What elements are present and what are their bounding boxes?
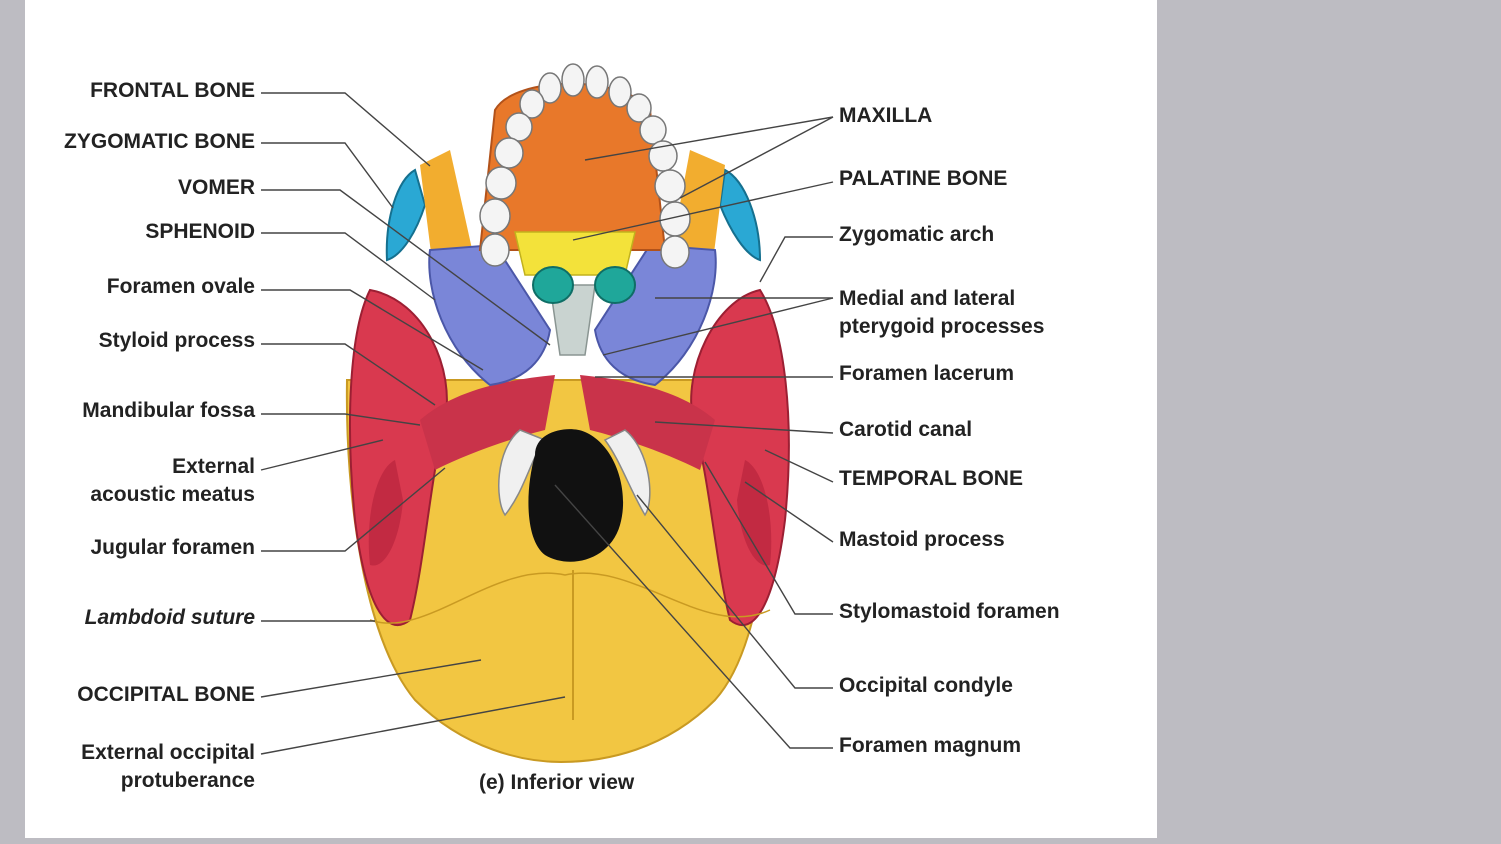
skull-inferior-view-illustration: [260, 63, 834, 764]
label-vomer: VOMER: [177, 176, 255, 199]
leader-jugular: [261, 467, 446, 552]
leader-palatine: [572, 181, 834, 241]
sphenoid-left-shape: [428, 243, 552, 387]
leader-stylomastoid: [704, 461, 833, 615]
leader-eam: [260, 439, 384, 471]
zygomatic-right-shape: [718, 168, 762, 262]
label-external-occipital-line2: protuberance: [120, 769, 255, 792]
petrous-left-shape: [420, 375, 555, 470]
leader-maxilla-b: [679, 116, 834, 199]
teeth: [479, 63, 691, 269]
condyle-right-shape: [603, 429, 651, 517]
label-jugular-foramen: Jugular foramen: [90, 536, 255, 559]
lambdoid-suture-line: [369, 572, 771, 624]
foramen-magnum-shape: [528, 429, 624, 562]
petrous-right-shape: [580, 375, 715, 470]
figure-caption: (e) Inferior view: [479, 771, 635, 794]
leader-mandibular-fossa: [261, 413, 421, 426]
label-palatine-bone: PALATINE BONE: [839, 167, 1008, 190]
leader-mastoid: [744, 481, 834, 543]
leader-zyg-arch: [759, 236, 833, 283]
label-sphenoid: SPHENOID: [145, 220, 255, 243]
leader-maxilla-a: [584, 116, 834, 161]
label-styloid-process: Styloid process: [98, 329, 255, 352]
label-mastoid-process: Mastoid process: [839, 528, 1005, 551]
leader-zygomatic: [261, 142, 394, 209]
leader-foramen-ovale: [261, 289, 484, 371]
zygomatic-left-shape: [385, 168, 427, 262]
label-zygomatic-bone: ZYGOMATIC BONE: [64, 130, 255, 153]
leader-ptery-b: [602, 297, 834, 356]
leader-magnum: [554, 484, 833, 749]
leader-condyle: [636, 494, 833, 689]
label-mandibular-fossa: Mandibular fossa: [82, 399, 255, 422]
leader-sphenoid: [261, 232, 436, 301]
leader-styloid: [261, 343, 436, 406]
mastoid-left-shape: [368, 460, 403, 566]
label-carotid-canal: Carotid canal: [839, 418, 973, 441]
leader-eop: [260, 696, 566, 755]
label-foramen-lacerum: Foramen lacerum: [839, 362, 1015, 385]
label-maxilla: MAXILLA: [839, 104, 933, 127]
leader-occipital: [260, 659, 482, 698]
label-foramen-magnum: Foramen magnum: [839, 734, 1022, 757]
label-foramen-ovale: Foramen ovale: [106, 275, 255, 298]
leader-lines: [260, 92, 834, 755]
leader-carotid: [654, 421, 834, 434]
label-pterygoid-line2: pterygoid processes: [839, 315, 1045, 338]
skull-drawing: [345, 63, 790, 764]
label-frontal-bone: FRONTAL BONE: [90, 79, 255, 102]
choana-right-shape: [594, 266, 636, 304]
label-lambdoid-suture: Lambdoid suture: [84, 606, 255, 629]
label-stylomastoid-foramen: Stylomastoid foramen: [839, 600, 1060, 623]
leader-vomer: [261, 189, 551, 346]
leader-temporal: [764, 449, 834, 483]
label-pterygoid-line1: Medial and lateral: [839, 287, 1016, 310]
label-temporal-bone: TEMPORAL BONE: [839, 467, 1023, 490]
label-occipital-bone: OCCIPITAL BONE: [77, 683, 255, 706]
label-external-acoustic-meatus-line1: External: [172, 455, 255, 478]
choana-left-shape: [532, 266, 574, 304]
label-occipital-condyle: Occipital condyle: [839, 674, 1013, 697]
label-zygomatic-arch: Zygomatic arch: [839, 223, 995, 246]
label-external-occipital-line1: External occipital: [81, 741, 255, 764]
slide: FRONTAL BONE ZYGOMATIC BONE VOMER SPHENO…: [25, 0, 1157, 838]
mastoid-right-shape: [737, 460, 772, 566]
label-external-acoustic-meatus-line2: acoustic meatus: [90, 483, 255, 506]
leader-frontal: [261, 92, 431, 167]
